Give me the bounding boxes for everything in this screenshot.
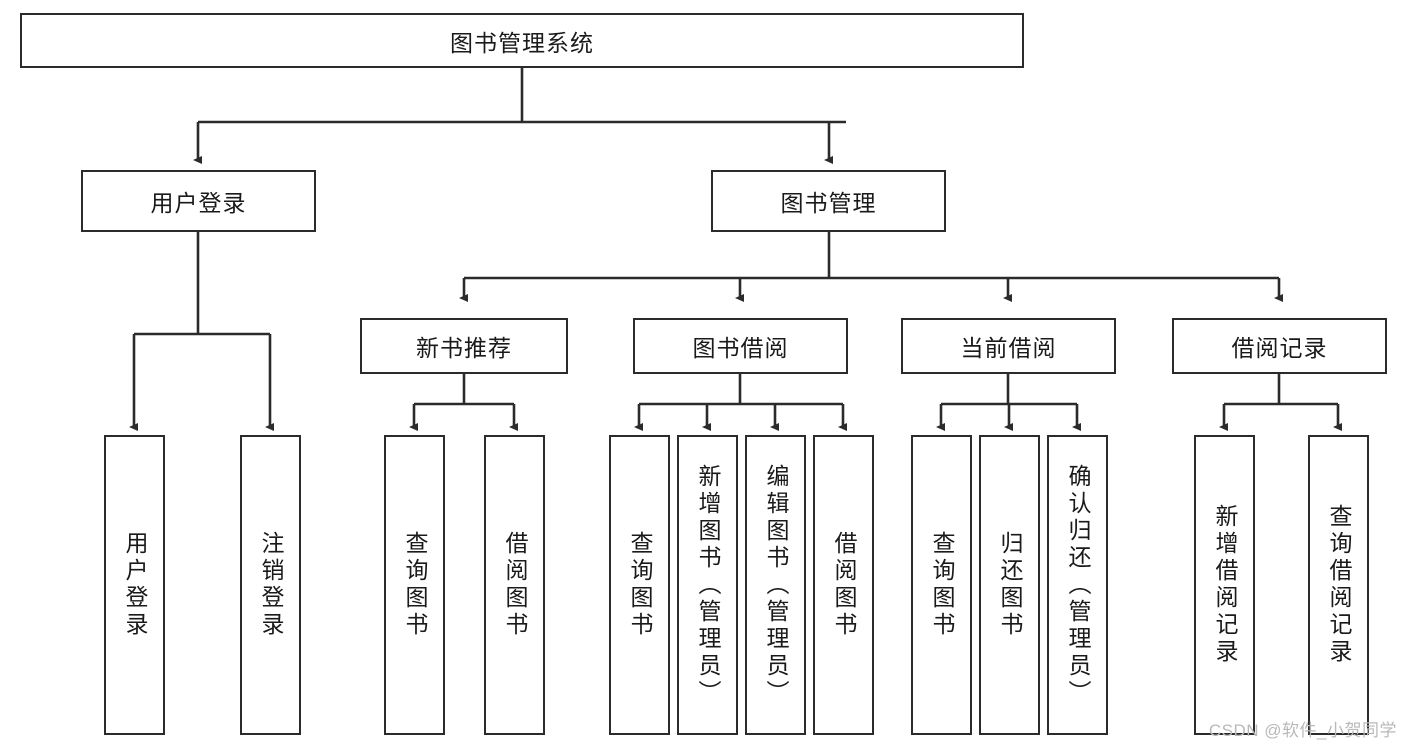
leaf-edit-book-label: 编辑图书（管理员） (763, 463, 789, 707)
node-book-manage[interactable]: 图书管理 (711, 170, 946, 232)
node-root[interactable]: 图书管理系统 (20, 13, 1024, 68)
node-book-manage-label: 图书管理 (780, 190, 877, 216)
leaf-query-record-label: 查询借阅记录 (1326, 504, 1352, 666)
leaf-query-book-2-label: 查询图书 (627, 531, 653, 639)
leaf-user-logout-label: 注销登录 (258, 531, 284, 639)
node-current-borrow-label: 当前借阅 (960, 335, 1057, 361)
leaf-add-record[interactable]: 新增借阅记录 (1194, 435, 1255, 735)
leaf-return-book[interactable]: 归还图书 (979, 435, 1040, 735)
leaf-confirm-return-label: 确认归还（管理员） (1065, 463, 1091, 707)
leaf-query-book-3-label: 查询图书 (929, 531, 955, 639)
node-borrow-record[interactable]: 借阅记录 (1172, 318, 1387, 374)
leaf-add-record-label: 新增借阅记录 (1212, 504, 1238, 666)
leaf-borrow-book-1[interactable]: 借阅图书 (484, 435, 545, 735)
leaf-user-login-label: 用户登录 (122, 531, 148, 639)
node-book-borrow-label: 图书借阅 (692, 335, 789, 361)
leaf-add-book-label: 新增图书（管理员） (695, 463, 721, 707)
leaf-borrow-book-2-label: 借阅图书 (831, 531, 857, 639)
node-new-book-recommend-label: 新书推荐 (416, 335, 512, 361)
node-current-borrow[interactable]: 当前借阅 (901, 318, 1116, 374)
node-user-login[interactable]: 用户登录 (81, 170, 316, 232)
node-new-book-recommend[interactable]: 新书推荐 (360, 318, 568, 374)
node-book-borrow[interactable]: 图书借阅 (633, 318, 848, 374)
watermark: CSDN @软件_小贺同学 (1208, 721, 1397, 740)
leaf-query-record[interactable]: 查询借阅记录 (1308, 435, 1369, 735)
leaf-query-book-1-label: 查询图书 (402, 531, 428, 639)
leaf-user-logout[interactable]: 注销登录 (240, 435, 301, 735)
node-borrow-record-label: 借阅记录 (1231, 335, 1328, 361)
node-user-login-label: 用户登录 (150, 190, 247, 216)
leaf-borrow-book-1-label: 借阅图书 (502, 531, 528, 639)
leaf-edit-book[interactable]: 编辑图书（管理员） (745, 435, 806, 735)
leaf-query-book-2[interactable]: 查询图书 (609, 435, 670, 735)
leaf-confirm-return[interactable]: 确认归还（管理员） (1047, 435, 1108, 735)
leaf-borrow-book-2[interactable]: 借阅图书 (813, 435, 874, 735)
leaf-user-login[interactable]: 用户登录 (104, 435, 165, 735)
node-root-label: 图书管理系统 (450, 29, 594, 56)
leaf-query-book-3[interactable]: 查询图书 (911, 435, 972, 735)
leaf-return-book-label: 归还图书 (997, 531, 1023, 639)
leaf-query-book-1[interactable]: 查询图书 (384, 435, 445, 735)
leaf-add-book[interactable]: 新增图书（管理员） (677, 435, 738, 735)
